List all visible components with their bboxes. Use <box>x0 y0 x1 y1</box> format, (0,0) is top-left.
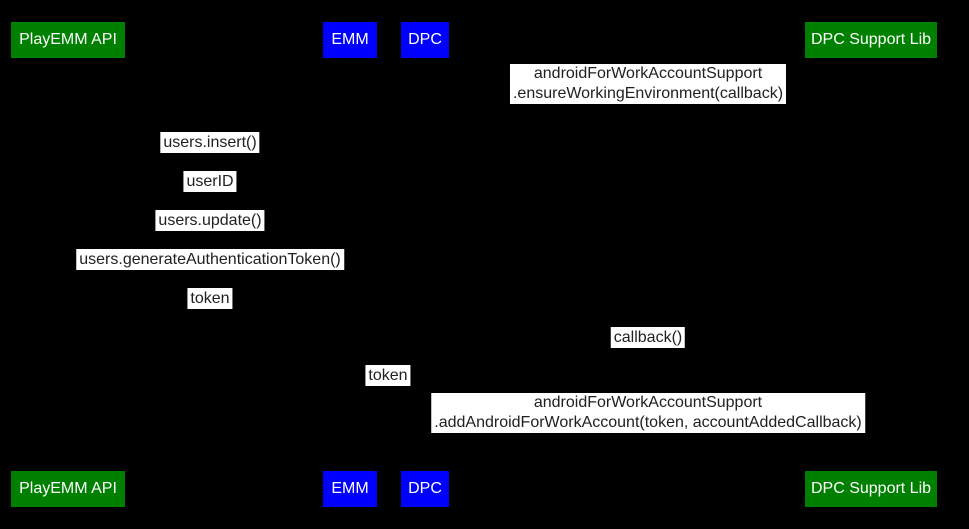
actor-dpc-top: DPC <box>401 22 449 58</box>
message-token-to-dpc: token <box>365 365 411 386</box>
message-users-update: users.update() <box>155 210 265 231</box>
message-line: androidForWorkAccountSupport <box>533 65 763 82</box>
actor-dpc-support-lib-top: DPC Support Lib <box>805 22 937 58</box>
message-line: .addAndroidForWorkAccount(token, account… <box>434 414 862 431</box>
message-users-insert: users.insert() <box>160 132 260 153</box>
message-ensure-working-environment: androidForWorkAccountSupport .ensureWork… <box>509 64 787 104</box>
message-users-generate-authentication-token: users.generateAuthenticationToken() <box>76 249 344 270</box>
message-add-android-for-work-account: androidForWorkAccountSupport .addAndroid… <box>431 393 865 433</box>
actor-playemm-api-top: PlayEMM API <box>11 22 125 58</box>
actor-emm-bottom: EMM <box>323 471 377 507</box>
actor-dpc-support-lib-bottom: DPC Support Lib <box>805 471 937 507</box>
actor-emm-top: EMM <box>323 22 377 58</box>
message-callback: callback() <box>610 327 686 348</box>
message-user-id: userID <box>183 171 237 192</box>
message-token-to-emm: token <box>187 288 233 309</box>
actor-dpc-bottom: DPC <box>401 471 449 507</box>
message-line: androidForWorkAccountSupport <box>533 394 763 411</box>
message-line: .ensureWorkingEnvironment(callback) <box>512 85 784 102</box>
actor-playemm-api-bottom: PlayEMM API <box>11 471 125 507</box>
